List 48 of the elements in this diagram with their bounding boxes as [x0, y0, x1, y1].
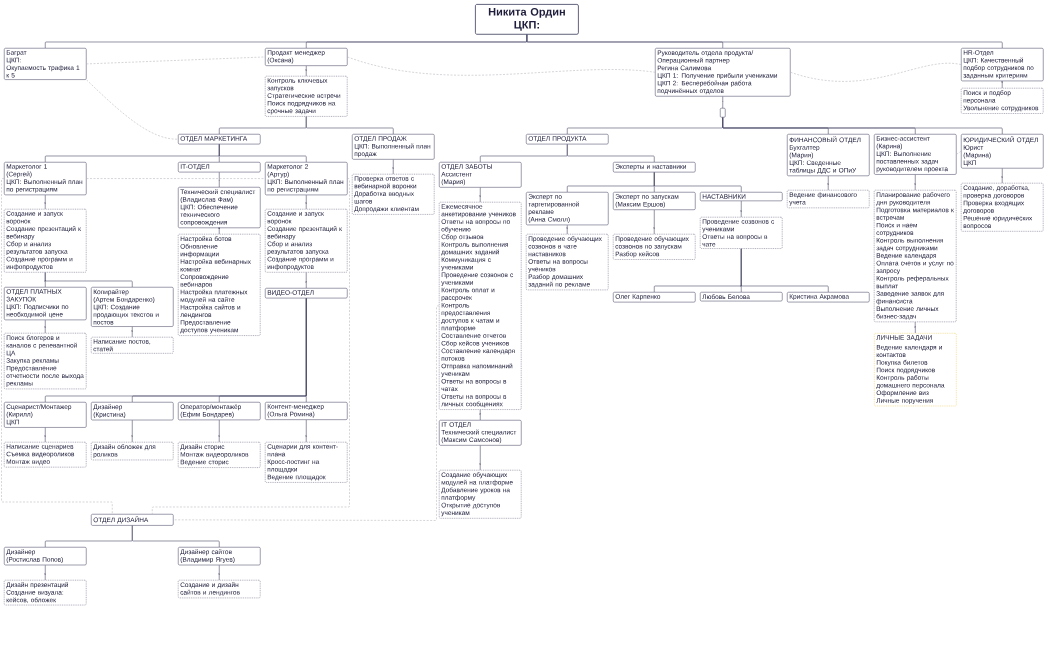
dashed-link	[152, 178, 350, 515]
connector-line	[305, 65, 308, 77]
connector-line	[740, 248, 829, 293]
connector-line	[722, 117, 1003, 135]
connector-line	[740, 200, 743, 218]
junction-box	[720, 108, 726, 118]
connector-line	[305, 116, 394, 135]
dashed-link	[1, 178, 113, 515]
connector-line	[44, 319, 47, 334]
connector-line	[218, 565, 221, 581]
dashed-link	[790, 63, 962, 82]
connector-line	[914, 174, 917, 191]
connector-line	[44, 427, 47, 443]
connector-line	[218, 419, 221, 443]
connector-line	[218, 227, 221, 235]
connector-line	[479, 445, 482, 471]
connector-line	[305, 419, 308, 443]
connector-line	[914, 321, 917, 334]
connector-line	[305, 272, 308, 289]
connector-line	[827, 175, 830, 191]
title-box: Никита Ордин ЦКП:	[475, 4, 579, 35]
connector-line	[392, 159, 395, 175]
dashed-link	[956, 150, 962, 155]
connector-line	[526, 34, 1003, 49]
connector-line	[44, 272, 133, 288]
connector-line	[131, 326, 134, 338]
connector-line	[132, 525, 220, 548]
dashed-link	[173, 305, 440, 521]
dashed-link	[86, 56, 266, 65]
connector-line	[653, 209, 656, 235]
connector-line	[1001, 168, 1004, 184]
connector-line	[479, 409, 482, 421]
connector-line	[479, 187, 482, 203]
connector-line	[44, 194, 47, 210]
dashed-link	[86, 178, 266, 179]
connector-line	[219, 144, 307, 163]
connector-line	[653, 172, 742, 193]
connector-line	[306, 298, 307, 403]
dashed-link	[86, 79, 179, 140]
connector-line	[566, 224, 569, 235]
connector-line	[566, 144, 655, 163]
connector-line	[131, 420, 134, 443]
connector-line	[44, 565, 47, 581]
connector-line	[219, 172, 220, 188]
connector-line	[1001, 80, 1004, 89]
connector-line	[305, 194, 308, 210]
connector-line	[722, 96, 724, 109]
dashed-link	[347, 56, 656, 76]
